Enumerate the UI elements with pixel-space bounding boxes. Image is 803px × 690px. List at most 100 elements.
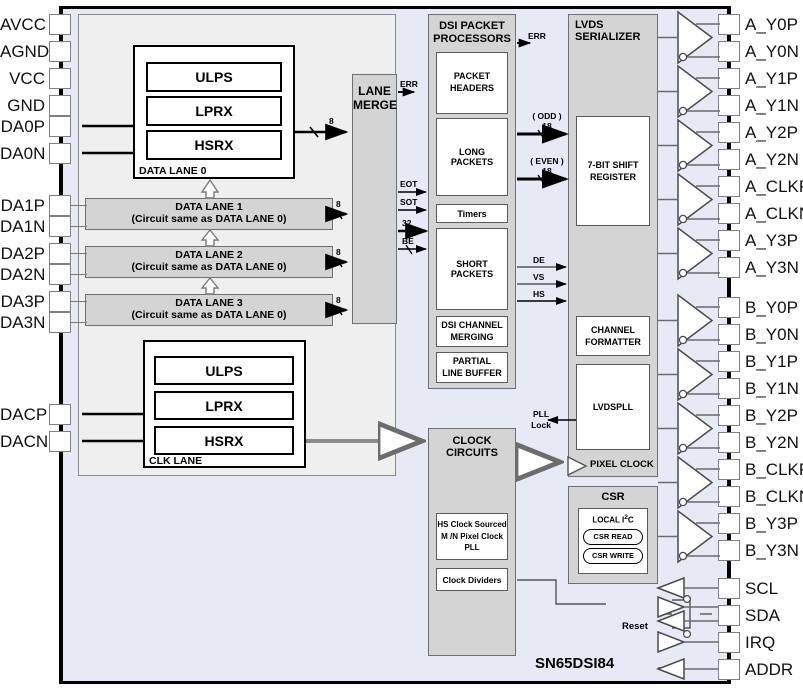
- lane2-bus-width: 8: [336, 247, 341, 257]
- csr-write-label: CSR WRITE: [591, 551, 635, 561]
- csr-inner: LOCAL I2C CSR READ CSR WRITE: [578, 508, 648, 574]
- dpp-out-vs: VS: [533, 272, 545, 282]
- dpp-partial-line-buffer: PARTIAL LINE BUFFER: [436, 352, 508, 383]
- pin-pad-a_y1n[interactable]: [718, 95, 740, 116]
- pin-label-a_y1p: A_Y1P: [745, 69, 798, 88]
- data-lane-3-block: DATA LANE 3 (Circuit same as DATA LANE 0…: [85, 294, 333, 326]
- pin-pad-addr[interactable]: [718, 659, 740, 680]
- pin-label-b_y2p: B_Y2P: [745, 406, 798, 425]
- lvds-serializer-title: LVDS SERIALIZER: [575, 19, 641, 43]
- pin-label-a_clkn: A_CLKN: [745, 204, 803, 223]
- left-pin-rail: [59, 6, 62, 684]
- data-lane-0-title: DATA LANE 0: [139, 165, 207, 177]
- merge-out-be: BE: [402, 236, 414, 246]
- pin-label-b_y3n: B_Y3N: [745, 541, 799, 560]
- pin-pad-a_y3n[interactable]: [718, 257, 740, 278]
- dpp-packet-headers-l1: PACKET: [453, 71, 491, 82]
- dpp-merging-l1: DSI CHANNEL: [441, 319, 503, 330]
- pin-pad-da2n[interactable]: [49, 264, 71, 285]
- pin-pad-sda[interactable]: [718, 605, 740, 626]
- lane-merge-block: LANE MERGE: [352, 74, 397, 324]
- dpp-short-packets-label: SHORT PACKETS: [450, 259, 494, 279]
- pin-pad-b_clkn[interactable]: [718, 486, 740, 507]
- diff-buffer-a_y0p: [658, 10, 720, 65]
- lane1-bus-width: 8: [336, 199, 341, 209]
- diff-buffer-a_y3p: [658, 226, 720, 281]
- pin-stub-da3n: [71, 322, 87, 324]
- pin-pad-da1p[interactable]: [49, 195, 71, 216]
- pin-label-avcc: AVCC: [0, 15, 46, 34]
- pin-label-da3n: DA3N: [0, 313, 46, 332]
- pin-label-b_y1n: B_Y1N: [745, 379, 799, 398]
- lvds-shift-l1: 7-BIT SHIFT: [587, 159, 639, 170]
- dpp-dsi-channel-merging: DSI CHANNEL MERGING: [436, 316, 508, 347]
- pin-pad-b_y2n[interactable]: [718, 432, 740, 453]
- pin-pad-a_clkn[interactable]: [718, 203, 740, 224]
- data-lane-1-title: DATA LANE 1: [175, 201, 243, 213]
- pin-pad-irq[interactable]: [718, 632, 740, 653]
- lvds-pll-label: LVDSPLL: [592, 402, 634, 412]
- dpp-out-err: ERR: [528, 31, 546, 41]
- diff-buffer-b_y0p: [658, 293, 720, 348]
- pin-label-da1n: DA1N: [0, 217, 46, 236]
- pin-stub-da2n: [71, 274, 87, 276]
- dpp-out-de: DE: [533, 255, 545, 265]
- right-pin-rail: [728, 6, 731, 684]
- pin-label-a_y3p: A_Y3P: [745, 231, 798, 250]
- part-number-label: SN65DSI84: [535, 655, 615, 672]
- pin-pad-da3n[interactable]: [49, 312, 71, 333]
- pin-pad-dacn[interactable]: [49, 431, 71, 452]
- clk-lane-lprx: LPRX: [154, 391, 294, 420]
- dpp-timers: Timers: [436, 204, 508, 223]
- output-buffer-irq: [657, 629, 718, 654]
- pixel-clock-label: PIXEL CLOCK: [590, 459, 654, 470]
- ulps-label: ULPS: [195, 69, 233, 85]
- diff-buffer-b_y3p: [658, 509, 720, 564]
- output-buffer-sda: [657, 594, 718, 619]
- pin-stub-da3p: [71, 301, 87, 303]
- pin-label-dacn: DACN: [0, 432, 49, 451]
- pin-label-a_y3n: A_Y3N: [745, 258, 799, 277]
- dpp-packet-headers-l2: HEADERS: [449, 83, 494, 93]
- pin-label-b_clkn: B_CLKN: [745, 487, 803, 506]
- pin-pad-da3p[interactable]: [49, 291, 71, 312]
- pin-pad-gnd[interactable]: [49, 95, 71, 116]
- pin-label-gnd: GND: [7, 96, 45, 115]
- pin-pad-a_y2n[interactable]: [718, 149, 740, 170]
- lvds-channel-formatter: CHANNEL FORMATTER: [576, 316, 650, 356]
- diff-buffer-a_clkp: [658, 172, 720, 227]
- pin-stub-da2p: [71, 253, 87, 255]
- pin-label-a_y0n: A_Y0N: [745, 42, 799, 61]
- pll-lock-line1: PLL: [532, 409, 550, 419]
- input-buffer-scl: [655, 576, 718, 600]
- pin-pad-da0p[interactable]: [49, 116, 71, 137]
- pin-pad-b_y0n[interactable]: [718, 324, 740, 345]
- merge-out-eot: EOT: [400, 179, 418, 189]
- pixel-clock-buffer-icon: [567, 455, 588, 477]
- pin-label-a_y2n: A_Y2N: [745, 150, 799, 169]
- pin-label-agnd: AGND: [0, 42, 50, 61]
- pin-pad-da1n[interactable]: [49, 216, 71, 237]
- diff-buffer-b_y2p: [658, 401, 720, 456]
- pin-pad-scl[interactable]: [718, 578, 740, 599]
- pin-pad-dacp[interactable]: [49, 404, 71, 425]
- pin-pad-b_y3n[interactable]: [718, 540, 740, 561]
- data-lane-0-hsrx: HSRX: [146, 130, 282, 160]
- pin-pad-b_y1n[interactable]: [718, 378, 740, 399]
- clk-hsrx-label: HSRX: [204, 432, 244, 449]
- local-i2c-sup: 2: [624, 514, 628, 521]
- merge-out-sot: SOT: [400, 197, 418, 207]
- pin-pad-agnd[interactable]: [49, 41, 71, 62]
- lvds-cf-l1: CHANNEL: [591, 324, 635, 335]
- pin-pad-da2p[interactable]: [49, 243, 71, 264]
- lvds-shift-register: 7-BIT SHIFT REGISTER: [576, 116, 650, 226]
- clk-lane-title: CLK LANE: [149, 455, 203, 467]
- pin-stub-da1p: [71, 205, 87, 207]
- pin-pad-avcc[interactable]: [49, 14, 71, 35]
- pin-pad-vcc[interactable]: [49, 68, 71, 89]
- lprx-label: LPRX: [195, 103, 233, 119]
- pin-label-b_y2n: B_Y2N: [745, 433, 799, 452]
- pin-pad-da0n[interactable]: [49, 143, 71, 164]
- pin-pad-a_y0n[interactable]: [718, 41, 740, 62]
